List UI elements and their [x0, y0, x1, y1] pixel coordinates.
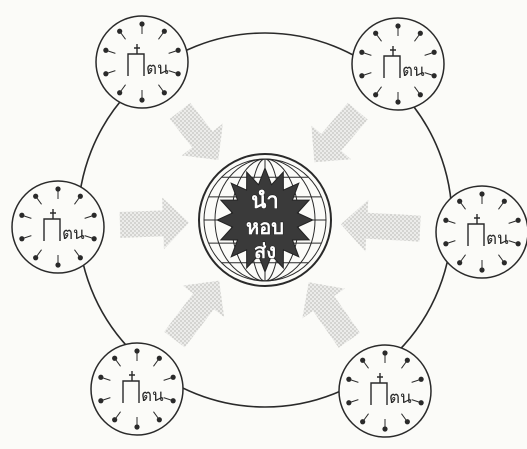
member-pin-icon	[157, 417, 162, 422]
member-pin-icon	[479, 267, 484, 272]
member-pin-icon	[516, 241, 521, 246]
member-pin-icon	[92, 213, 97, 218]
member-pin-icon	[78, 255, 83, 260]
member-pin-icon	[360, 419, 365, 424]
inward-arrow	[170, 103, 223, 160]
member-pin-icon	[346, 377, 351, 382]
member-pin-icon	[418, 31, 423, 36]
inward-arrow	[311, 103, 367, 163]
member-pin-icon	[19, 236, 24, 241]
inward-arrow	[164, 281, 224, 348]
member-pin-icon	[405, 419, 410, 424]
member-pin-icon	[139, 97, 144, 102]
member-pin-icon	[359, 50, 364, 55]
inward-arrow	[120, 198, 190, 250]
center-label-line-1: นำ	[251, 189, 278, 214]
member-pin-icon	[134, 348, 139, 353]
member-pin-icon	[432, 50, 437, 55]
member-pin-icon	[419, 400, 424, 405]
member-pin-icon	[33, 255, 38, 260]
member-pin-icon	[19, 213, 24, 218]
member-pin-icon	[171, 398, 176, 403]
member-pin-icon	[382, 350, 387, 355]
member-pin-icon	[359, 73, 364, 78]
member-pin-icon	[33, 194, 38, 199]
church-label: ตน	[146, 59, 169, 79]
member-pin-icon	[98, 398, 103, 403]
inward-arrow	[341, 200, 421, 252]
member-pin-icon	[432, 73, 437, 78]
member-pin-icon	[395, 23, 400, 28]
member-pin-icon	[55, 186, 60, 191]
member-pin-icon	[92, 236, 97, 241]
member-pin-icon	[176, 71, 181, 76]
member-pin-icon	[157, 356, 162, 361]
center-label-line-3: ส่ง	[254, 239, 276, 263]
member-pin-icon	[457, 260, 462, 265]
member-pin-icon	[162, 29, 167, 34]
member-pin-icon	[457, 199, 462, 204]
member-pin-icon	[382, 426, 387, 431]
inward-arrow	[302, 282, 360, 348]
church-circle-right: ตน	[436, 186, 527, 278]
member-pin-icon	[103, 48, 108, 53]
member-pin-icon	[502, 260, 507, 265]
member-pin-icon	[139, 21, 144, 26]
member-pin-icon	[502, 199, 507, 204]
member-pin-icon	[103, 71, 108, 76]
member-pin-icon	[134, 424, 139, 429]
church-label: ตน	[62, 224, 85, 244]
member-pin-icon	[405, 358, 410, 363]
church-circle-bottom-left: ตน	[91, 343, 183, 435]
member-pin-icon	[162, 90, 167, 95]
church-circle-bottom-right: ตน	[339, 345, 431, 437]
member-pin-icon	[360, 358, 365, 363]
member-pin-icon	[443, 218, 448, 223]
member-pin-icon	[516, 218, 521, 223]
member-pin-icon	[55, 262, 60, 267]
member-pin-icon	[176, 48, 181, 53]
member-pin-icon	[395, 99, 400, 104]
member-pin-icon	[117, 90, 122, 95]
church-label: ตน	[141, 386, 164, 406]
member-pin-icon	[419, 377, 424, 382]
member-pin-icon	[171, 375, 176, 380]
church-circle-top-right: ตน	[352, 18, 444, 110]
church-label: ตน	[389, 388, 412, 408]
member-pin-icon	[98, 375, 103, 380]
member-pin-icon	[346, 400, 351, 405]
church-circle-top-left: ตน	[96, 16, 188, 108]
member-pin-icon	[443, 241, 448, 246]
member-pin-icon	[418, 92, 423, 97]
church-label: ตน	[402, 61, 425, 81]
church-circle-left: ตน	[12, 181, 104, 273]
member-pin-icon	[112, 356, 117, 361]
member-pin-icon	[117, 29, 122, 34]
member-pin-icon	[373, 92, 378, 97]
member-pin-icon	[479, 191, 484, 196]
member-pin-icon	[78, 194, 83, 199]
member-pin-icon	[112, 417, 117, 422]
member-pin-icon	[373, 31, 378, 36]
center-label-line-2: หอบ	[246, 215, 284, 239]
church-label: ตน	[486, 229, 509, 249]
